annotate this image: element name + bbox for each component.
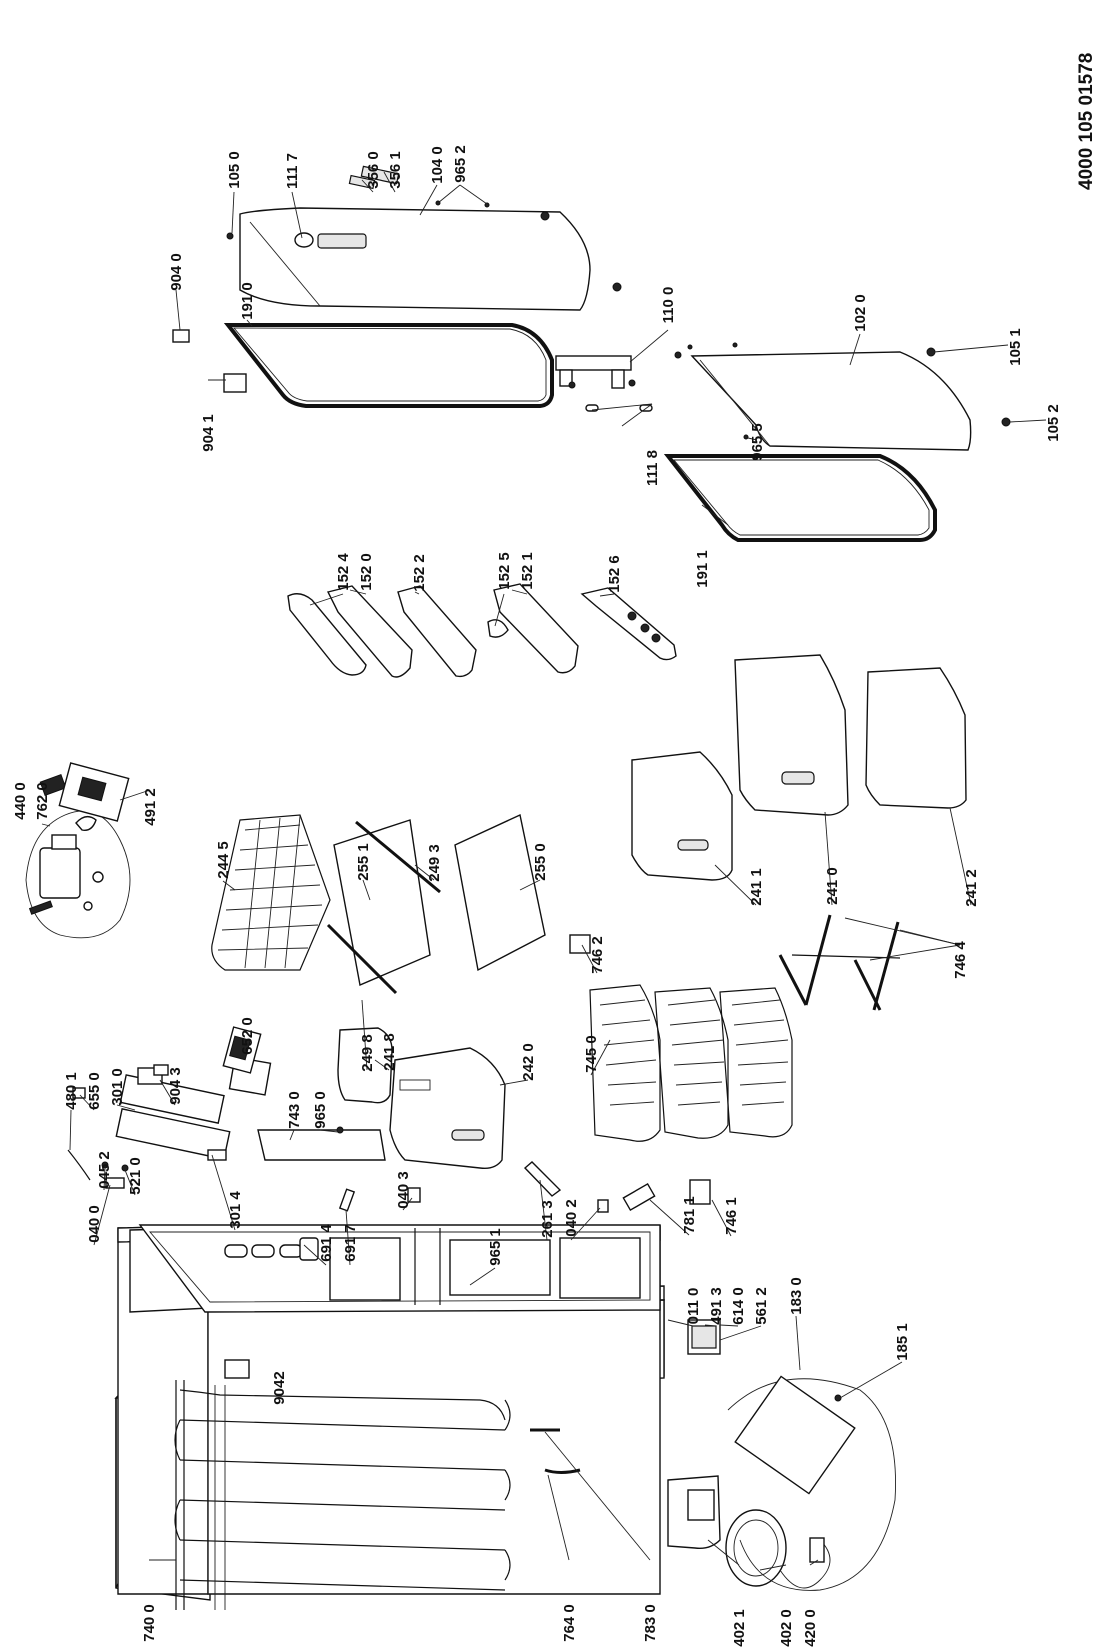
- part-label-l7430: 743 0: [286, 1091, 303, 1129]
- part-label-l6520: 652 0: [239, 1017, 256, 1055]
- part-label-l0400: 040 0: [86, 1205, 103, 1243]
- part-label-l9651: 965 1: [487, 1228, 504, 1266]
- condenser-coil: [174, 1380, 511, 1610]
- part-label-l7464: 746 4: [952, 941, 969, 979]
- part-label-l1910: 191 0: [239, 282, 256, 320]
- label-904-0: [172, 329, 247, 393]
- door-balconies: [287, 583, 677, 678]
- document-number: 4000 105 01578: [1076, 53, 1097, 190]
- part-label-l4021: 402 1: [731, 1609, 748, 1647]
- part-label-l1050: 105 0: [226, 151, 243, 189]
- middle-hinge: [555, 355, 653, 412]
- part-label-l2411: 241 1: [748, 868, 765, 906]
- freezer-door: [674, 342, 1011, 451]
- part-label-l7830: 783 0: [642, 1604, 659, 1642]
- part-label-l4400: 440 0: [12, 782, 29, 820]
- part-label-l3010: 301 0: [109, 1068, 126, 1106]
- part-label-l5612: 561 2: [753, 1287, 770, 1325]
- drawer-flaps: [778, 914, 901, 1011]
- part-label-l1522: 152 2: [411, 554, 428, 592]
- part-label-l7461: 746 1: [723, 1197, 740, 1235]
- cabinet-interior: [129, 1224, 661, 1313]
- handle-covers: [348, 165, 490, 208]
- small-parts-left: [67, 934, 711, 1213]
- part-label-l1040: 104 0: [429, 146, 446, 184]
- part-label-l1521: 152 1: [519, 552, 536, 590]
- part-label-l2445: 244 5: [215, 841, 232, 879]
- part-label-l9655: 965 5: [749, 423, 766, 461]
- part-label-l2498: 249 8: [359, 1034, 376, 1072]
- part-label-l1830: 183 0: [788, 1277, 805, 1315]
- door-gasket-top: [223, 323, 554, 408]
- part-label-l0111: 011 0: [685, 1288, 702, 1325]
- leader-lines: [41, 171, 1047, 1571]
- compressor-group: [667, 1375, 896, 1591]
- part-label-l9042: 9042: [271, 1371, 288, 1404]
- part-label-l5212: 521 0: [127, 1157, 144, 1195]
- wire-shelf: [211, 814, 331, 971]
- part-label-l1525: 152 5: [496, 552, 513, 590]
- fridge-door: [226, 207, 622, 311]
- glass-shelf: [326, 819, 441, 995]
- part-label-l7811: 781 1: [681, 1196, 698, 1234]
- part-label-l9043: 904 3: [167, 1067, 184, 1105]
- part-label-l7450: 745 0: [583, 1035, 600, 1073]
- part-label-l7640: 764 0: [561, 1604, 578, 1642]
- part-label-l1526: 152 6: [606, 555, 623, 593]
- part-label-l4801: 480 1: [63, 1072, 80, 1110]
- part-label-l1052: 105 2: [1045, 404, 1062, 442]
- part-label-l4020: 402 0: [778, 1609, 795, 1647]
- part-label-l2418: 241 8: [381, 1033, 398, 1071]
- part-label-l1117: 111 7: [284, 153, 301, 189]
- part-label-l1118: 111 8: [644, 450, 661, 486]
- part-label-l7400: 740 0: [141, 1604, 158, 1642]
- part-label-l6140: 614 0: [730, 1287, 747, 1325]
- part-label-l1911: 191 1: [694, 550, 711, 588]
- part-label-l3560: 356 0: [365, 151, 382, 189]
- part-label-l0452: 045 2: [96, 1151, 113, 1189]
- crisper-drawer: [337, 1027, 562, 1197]
- part-label-l4912: 491 2: [142, 788, 159, 826]
- part-label-l2410: 241 0: [824, 867, 841, 905]
- part-label-l2412: 241 2: [963, 869, 980, 907]
- part-label-l4913: 491 3: [708, 1287, 725, 1325]
- part-label-l2493: 249 3: [426, 844, 443, 882]
- part-label-l0403: 040 3: [395, 1171, 412, 1209]
- part-label-l7620: 762 0: [34, 782, 51, 820]
- part-label-l6550: 655 0: [86, 1072, 103, 1110]
- door-gasket-bottom: [663, 454, 937, 542]
- part-label-l6914: 691 4: [318, 1224, 335, 1262]
- part-label-l3014: 301 4: [227, 1191, 244, 1229]
- thermostat-assembly: [25, 762, 131, 939]
- part-label-l1020: 102 0: [852, 294, 869, 332]
- part-9042: [224, 1359, 250, 1379]
- part-label-l2613: 261 3: [539, 1200, 556, 1238]
- glass-plate: [454, 813, 546, 972]
- part-label-l1520: 152 0: [358, 553, 375, 591]
- part-label-l3561: 356 1: [387, 151, 404, 189]
- part-label-l1100: 110 0: [660, 287, 677, 324]
- evaporator-shelves: [589, 984, 793, 1142]
- part-label-l2550: 255 0: [532, 843, 549, 881]
- part-labels: 011 0 040 0 040 2 040 3 045 2 102 0 104 0 105 0…: [12, 145, 1062, 1647]
- part-label-l2551: 255 1: [355, 843, 372, 881]
- part-label-l4200: 420 0: [802, 1609, 819, 1647]
- freezer-drawers: [631, 654, 967, 881]
- part-label-l7462: 746 2: [589, 936, 606, 974]
- part-label-l9650: 965 0: [312, 1091, 329, 1129]
- part-label-l9652: 965 2: [452, 145, 469, 183]
- part-label-l2420: 242 0: [520, 1043, 537, 1081]
- part-label-l6917: 691 7: [342, 1224, 359, 1262]
- part-label-l1051: 105 1: [1007, 328, 1024, 366]
- part-label-l9041: 904 1: [200, 414, 217, 452]
- part-label-l9040: 904 0: [168, 253, 185, 291]
- part-label-l0402: 040 2: [563, 1199, 580, 1237]
- part-652-0: [222, 1026, 262, 1074]
- part-label-l1851: 185 1: [894, 1323, 911, 1361]
- part-label-l1524: 152 4: [335, 553, 352, 591]
